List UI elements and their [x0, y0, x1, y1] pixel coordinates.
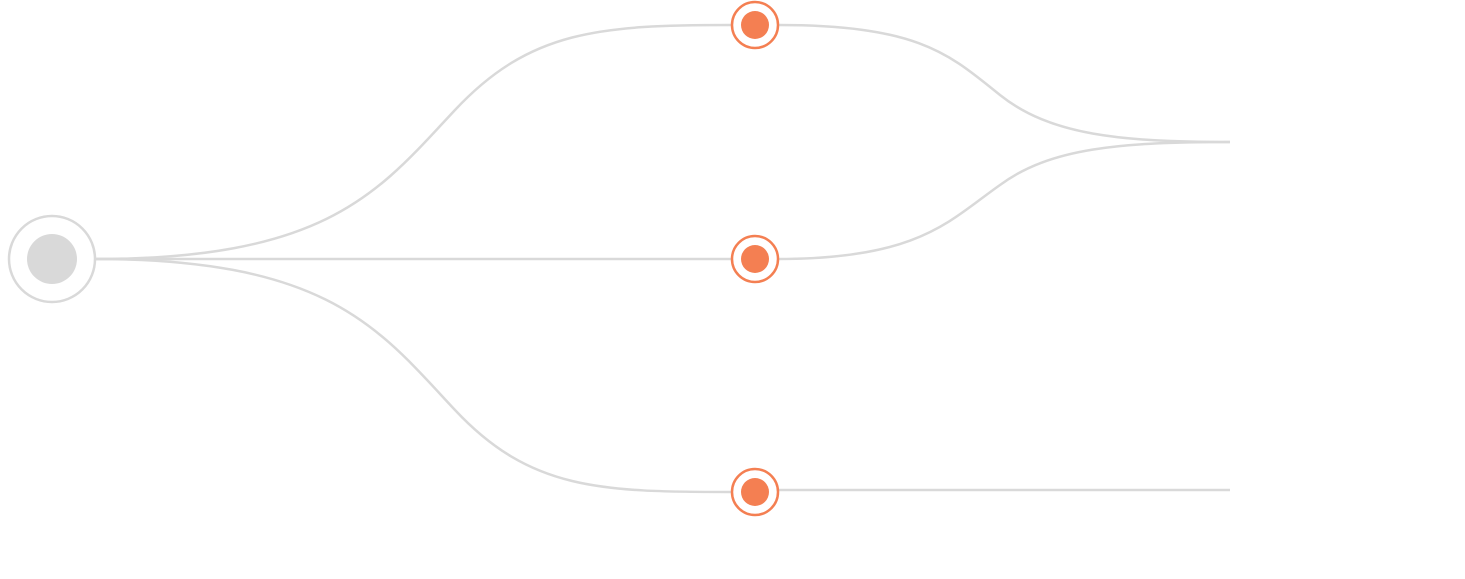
- step-node-1[interactable]: [730, 0, 780, 50]
- source-node-core: [27, 234, 77, 284]
- step-node-1-core: [741, 11, 769, 39]
- step-node-3-core: [741, 478, 769, 506]
- connector-source-to-step-1: [95, 23, 733, 261]
- connector-source-to-step-3: [95, 257, 733, 494]
- connector-step-2-to-merge: [777, 140, 1231, 261]
- source-node[interactable]: [7, 214, 97, 304]
- step-node-2[interactable]: [730, 234, 780, 284]
- connector-step-1-to-merge: [777, 23, 1231, 144]
- step-node-2-core: [741, 245, 769, 273]
- step-node-3[interactable]: [730, 467, 780, 517]
